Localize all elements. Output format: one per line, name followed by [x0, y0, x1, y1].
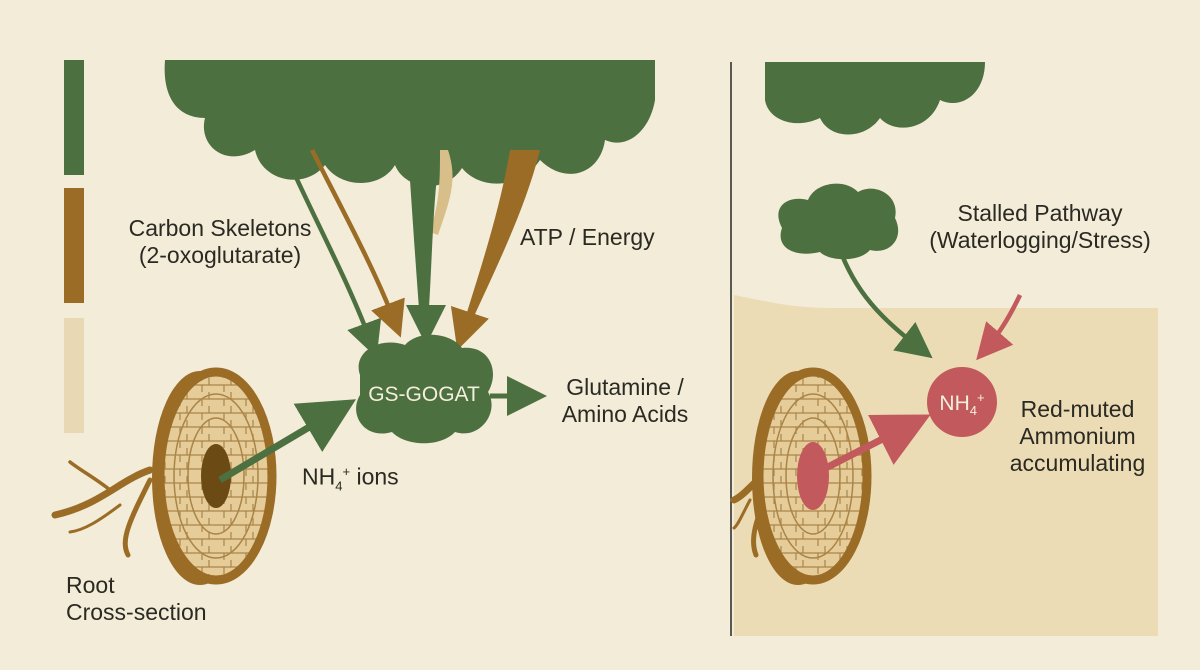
stalled-line2: (Waterlogging/Stress): [929, 227, 1151, 253]
product-label: Glutamine / Amino Acids: [550, 374, 700, 428]
legend-swatch-tan: [64, 318, 84, 433]
stalled-line1: Stalled Pathway: [957, 200, 1123, 226]
root-label-line1: Root: [66, 572, 115, 598]
root-cross-section-left: [152, 367, 277, 585]
arrow-stalled-red: [976, 294, 1023, 361]
carbon-label-line1: Carbon Skeletons: [128, 215, 312, 241]
arrow-root-to-ammonium: [816, 414, 931, 476]
product-line2: Amino Acids: [561, 401, 689, 427]
small-cloud-right: [778, 183, 899, 260]
gs-gogat-node: [356, 334, 493, 444]
carbon-stream-brown: [464, 150, 540, 325]
root-cross-section-right: [752, 367, 872, 585]
enzyme-label: GS-GOGAT: [368, 383, 480, 406]
root-label-line2: Cross-section: [66, 599, 207, 625]
accumulating-label: Red-muted Ammonium accumulating: [995, 396, 1160, 477]
green-stream-center: [408, 150, 440, 322]
accum-line1: Red-muted: [1020, 396, 1135, 422]
carbon-label-line2: (2-oxoglutarate): [138, 242, 302, 268]
carbon-skeletons-label: Carbon Skeletons (2-oxoglutarate): [120, 215, 320, 269]
legend-swatch-green: [64, 60, 84, 175]
ammonium-base: NH: [939, 392, 970, 415]
accum-line2: Ammonium: [1019, 423, 1136, 449]
root-tendrils-left: [51, 460, 154, 558]
ammonium-sub: 4: [969, 403, 977, 419]
legend-swatch-brown: [64, 188, 84, 303]
nh4-sub: 4: [335, 478, 343, 494]
atp-energy-label: ATP / Energy: [520, 224, 655, 250]
arrow-stalled-green: [839, 254, 933, 359]
ammonium-node-label: NH4+: [927, 390, 997, 418]
accum-line3: accumulating: [1009, 450, 1146, 476]
nh4-base: NH: [302, 463, 336, 490]
nh4-sup: +: [342, 464, 351, 479]
arrow-atp-brown: [450, 305, 489, 351]
canopy-cloud-right: [765, 62, 985, 135]
nh4-ions-label: NH4+ ions: [302, 458, 399, 499]
root-label: Root Cross-section: [66, 572, 207, 626]
product-line1: Glutamine /: [566, 374, 684, 400]
arrow-carbon-green: [285, 159, 382, 358]
atp-stream-tan: [430, 150, 453, 235]
arrow-nh4-to-enzyme: [218, 399, 357, 484]
stalled-pathway-label: Stalled Pathway (Waterlogging/Stress): [905, 200, 1175, 254]
nh4-rest: ions: [350, 463, 399, 490]
ammonium-node: [927, 367, 997, 437]
arrow-carbon-brown: [309, 148, 405, 338]
ammonium-sup: +: [976, 390, 985, 405]
